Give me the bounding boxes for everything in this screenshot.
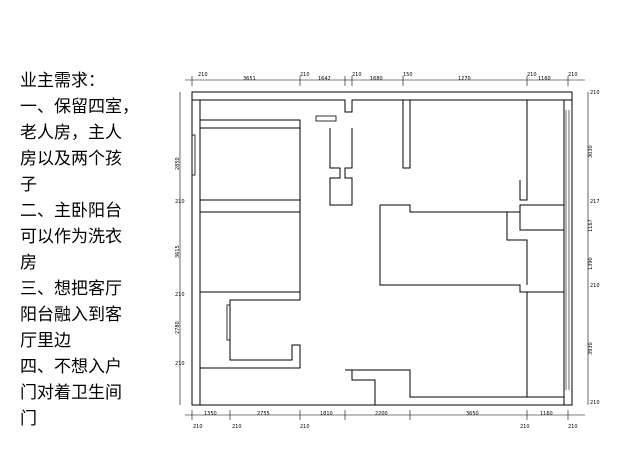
dim-left: 3615 <box>175 245 181 258</box>
requirement-line: 房 <box>20 253 37 273</box>
requirement-line: 二、主卧阳台 <box>20 201 122 221</box>
dim-top: 3651 <box>243 76 256 82</box>
dim-top: 210 <box>300 72 310 78</box>
dim-bottom-small: 210 <box>568 424 578 430</box>
dim-bottom: 1810 <box>320 411 333 417</box>
dim-left: 2850 <box>175 157 181 170</box>
dim-right: 3030 <box>588 145 594 158</box>
requirement-line: 一、保留四室， <box>20 97 139 117</box>
dim-top: 1160 <box>538 76 551 82</box>
dim-right: 1390 <box>588 257 594 270</box>
requirement-line: 子 <box>20 175 37 195</box>
requirement-line: 老人房，主人 <box>20 123 122 143</box>
dim-top: 210 <box>568 72 578 78</box>
dim-bottom: 3650 <box>466 411 479 417</box>
dim-right: 3930 <box>588 342 594 355</box>
walls <box>191 91 573 406</box>
dim-left-small: 210 <box>175 292 185 298</box>
dim-top: 1680 <box>370 76 383 82</box>
dim-top: 210 <box>352 72 362 78</box>
requirement-line: 三、想把客厅 <box>20 279 122 299</box>
requirement-line: 门 <box>20 409 37 429</box>
requirement-line: 房以及两个孩 <box>20 149 122 169</box>
dim-bottom-small: 210 <box>193 424 203 430</box>
dim-left-small: 210 <box>175 199 185 205</box>
requirement-line: 门对着卫生间 <box>20 383 122 403</box>
dim-bottom: 1160 <box>540 411 553 417</box>
dim-right: 1167 <box>588 219 594 232</box>
requirement-line: 厅里边 <box>20 331 71 351</box>
dim-left-small: 210 <box>175 361 185 367</box>
dim-top: 150 <box>403 72 413 78</box>
dim-bottom: 2200 <box>375 411 388 417</box>
dim-right-small: 210 <box>590 400 600 406</box>
dim-right-small: 217 <box>590 199 600 205</box>
dim-bottom: 1350 <box>204 411 217 417</box>
requirement-line: 可以作为洗衣 <box>20 227 122 247</box>
requirement-line: 阳台融入到客 <box>20 305 122 325</box>
dim-top: 1270 <box>458 76 471 82</box>
dim-bottom-small: 210 <box>520 424 530 430</box>
dim-bottom-small: 210 <box>232 424 242 430</box>
dim-top: 1642 <box>318 76 331 82</box>
requirement-line: 业主需求： <box>20 71 105 91</box>
dim-top: 210 <box>198 72 208 78</box>
owner-requirements-text: 业主需求： 一、保留四室， 老人房，主人 房以及两个孩 子 二、主卧阳台 可以作… <box>20 68 170 432</box>
dim-bottom-small: 210 <box>300 424 310 430</box>
dim-top: 210 <box>527 72 537 78</box>
dim-right-small: 210 <box>590 283 600 289</box>
dim-bottom: 2755 <box>257 411 270 417</box>
dimension-lines <box>179 76 589 420</box>
requirement-line: 四、不想入户 <box>20 357 122 377</box>
dim-right-small: 210 <box>590 90 600 96</box>
dim-left: 2780 <box>175 321 181 334</box>
